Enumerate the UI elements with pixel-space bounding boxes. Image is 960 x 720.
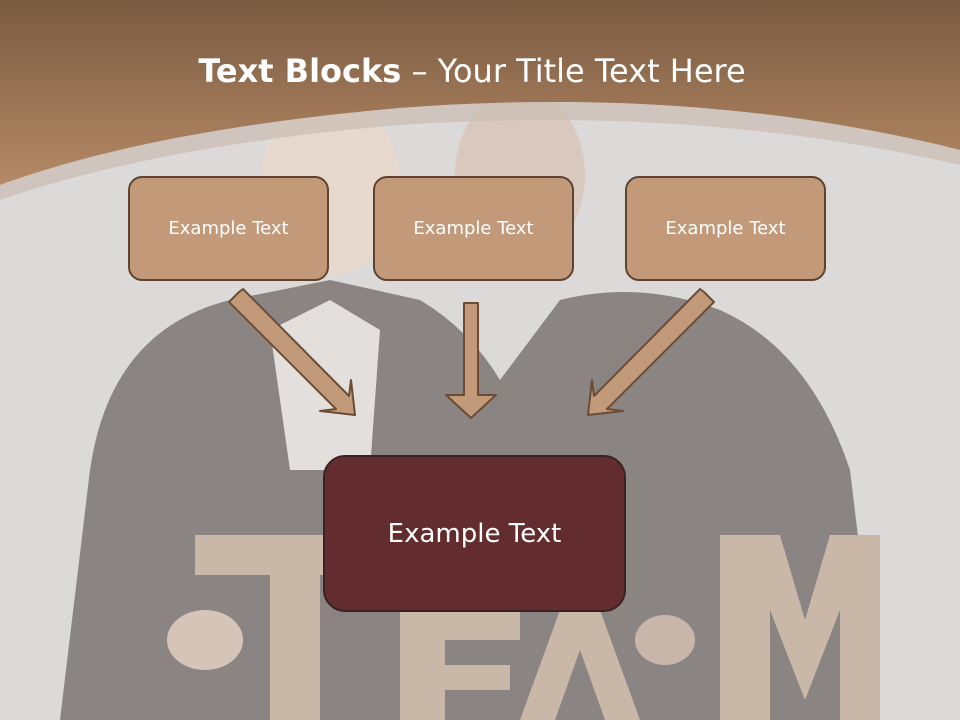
main-text-box[interactable]: Example Text [323,455,626,612]
title-dash: – [401,52,438,90]
text-box-right[interactable]: Example Text [625,176,826,281]
title-bold: Text Blocks [198,52,402,90]
main-text-box-label: Example Text [387,518,562,549]
title-rest: Your Title Text Here [437,52,746,90]
slide-title: Text Blocks – Your Title Text Here [0,52,944,90]
text-box-left[interactable]: Example Text [128,176,329,281]
text-box-center-label: Example Text [413,218,534,239]
text-box-right-label: Example Text [665,218,786,239]
text-box-left-label: Example Text [168,218,289,239]
text-box-center[interactable]: Example Text [373,176,574,281]
